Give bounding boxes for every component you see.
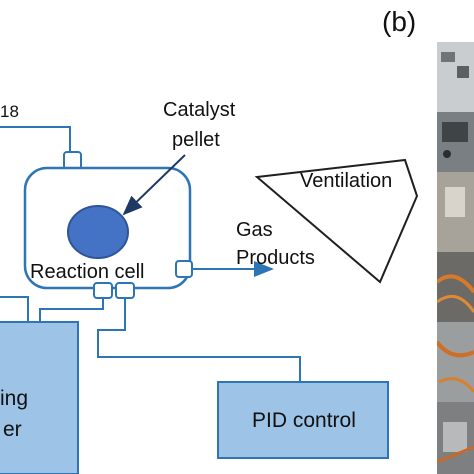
heater-wire bbox=[39, 298, 104, 322]
outlet-port bbox=[175, 260, 193, 278]
heater-wire-outer bbox=[0, 296, 29, 322]
bottom-port-right bbox=[115, 282, 135, 299]
catalyst-label-line2: pellet bbox=[172, 129, 220, 151]
panel-label: (b) bbox=[382, 6, 416, 37]
pid-control-box bbox=[217, 381, 389, 459]
heater-box bbox=[0, 321, 79, 474]
reaction-cell-label: Reaction cell bbox=[30, 261, 145, 283]
heater-label-line1: ing bbox=[0, 387, 28, 410]
ventilation-hood bbox=[254, 158, 419, 284]
gas-products-label-line2: Products bbox=[236, 247, 315, 269]
bottom-port-left bbox=[93, 282, 113, 299]
heater-label-line2: er bbox=[3, 418, 22, 441]
ventilation-label: Ventilation bbox=[300, 170, 392, 192]
pid-control-label: PID control bbox=[252, 409, 356, 432]
gas-products-label-line1: Gas bbox=[236, 219, 273, 241]
inlet-port bbox=[63, 151, 82, 170]
gas-inlet-label: 18 bbox=[0, 102, 19, 121]
lab-photo bbox=[437, 42, 474, 474]
catalyst-pointer-arrow bbox=[122, 154, 186, 216]
pid-wire bbox=[97, 298, 301, 382]
catalyst-label-line1: Catalyst bbox=[163, 99, 236, 121]
lab-photo-image bbox=[437, 42, 474, 474]
catalyst-pellet bbox=[67, 205, 129, 259]
gas-inlet-line bbox=[0, 126, 71, 152]
